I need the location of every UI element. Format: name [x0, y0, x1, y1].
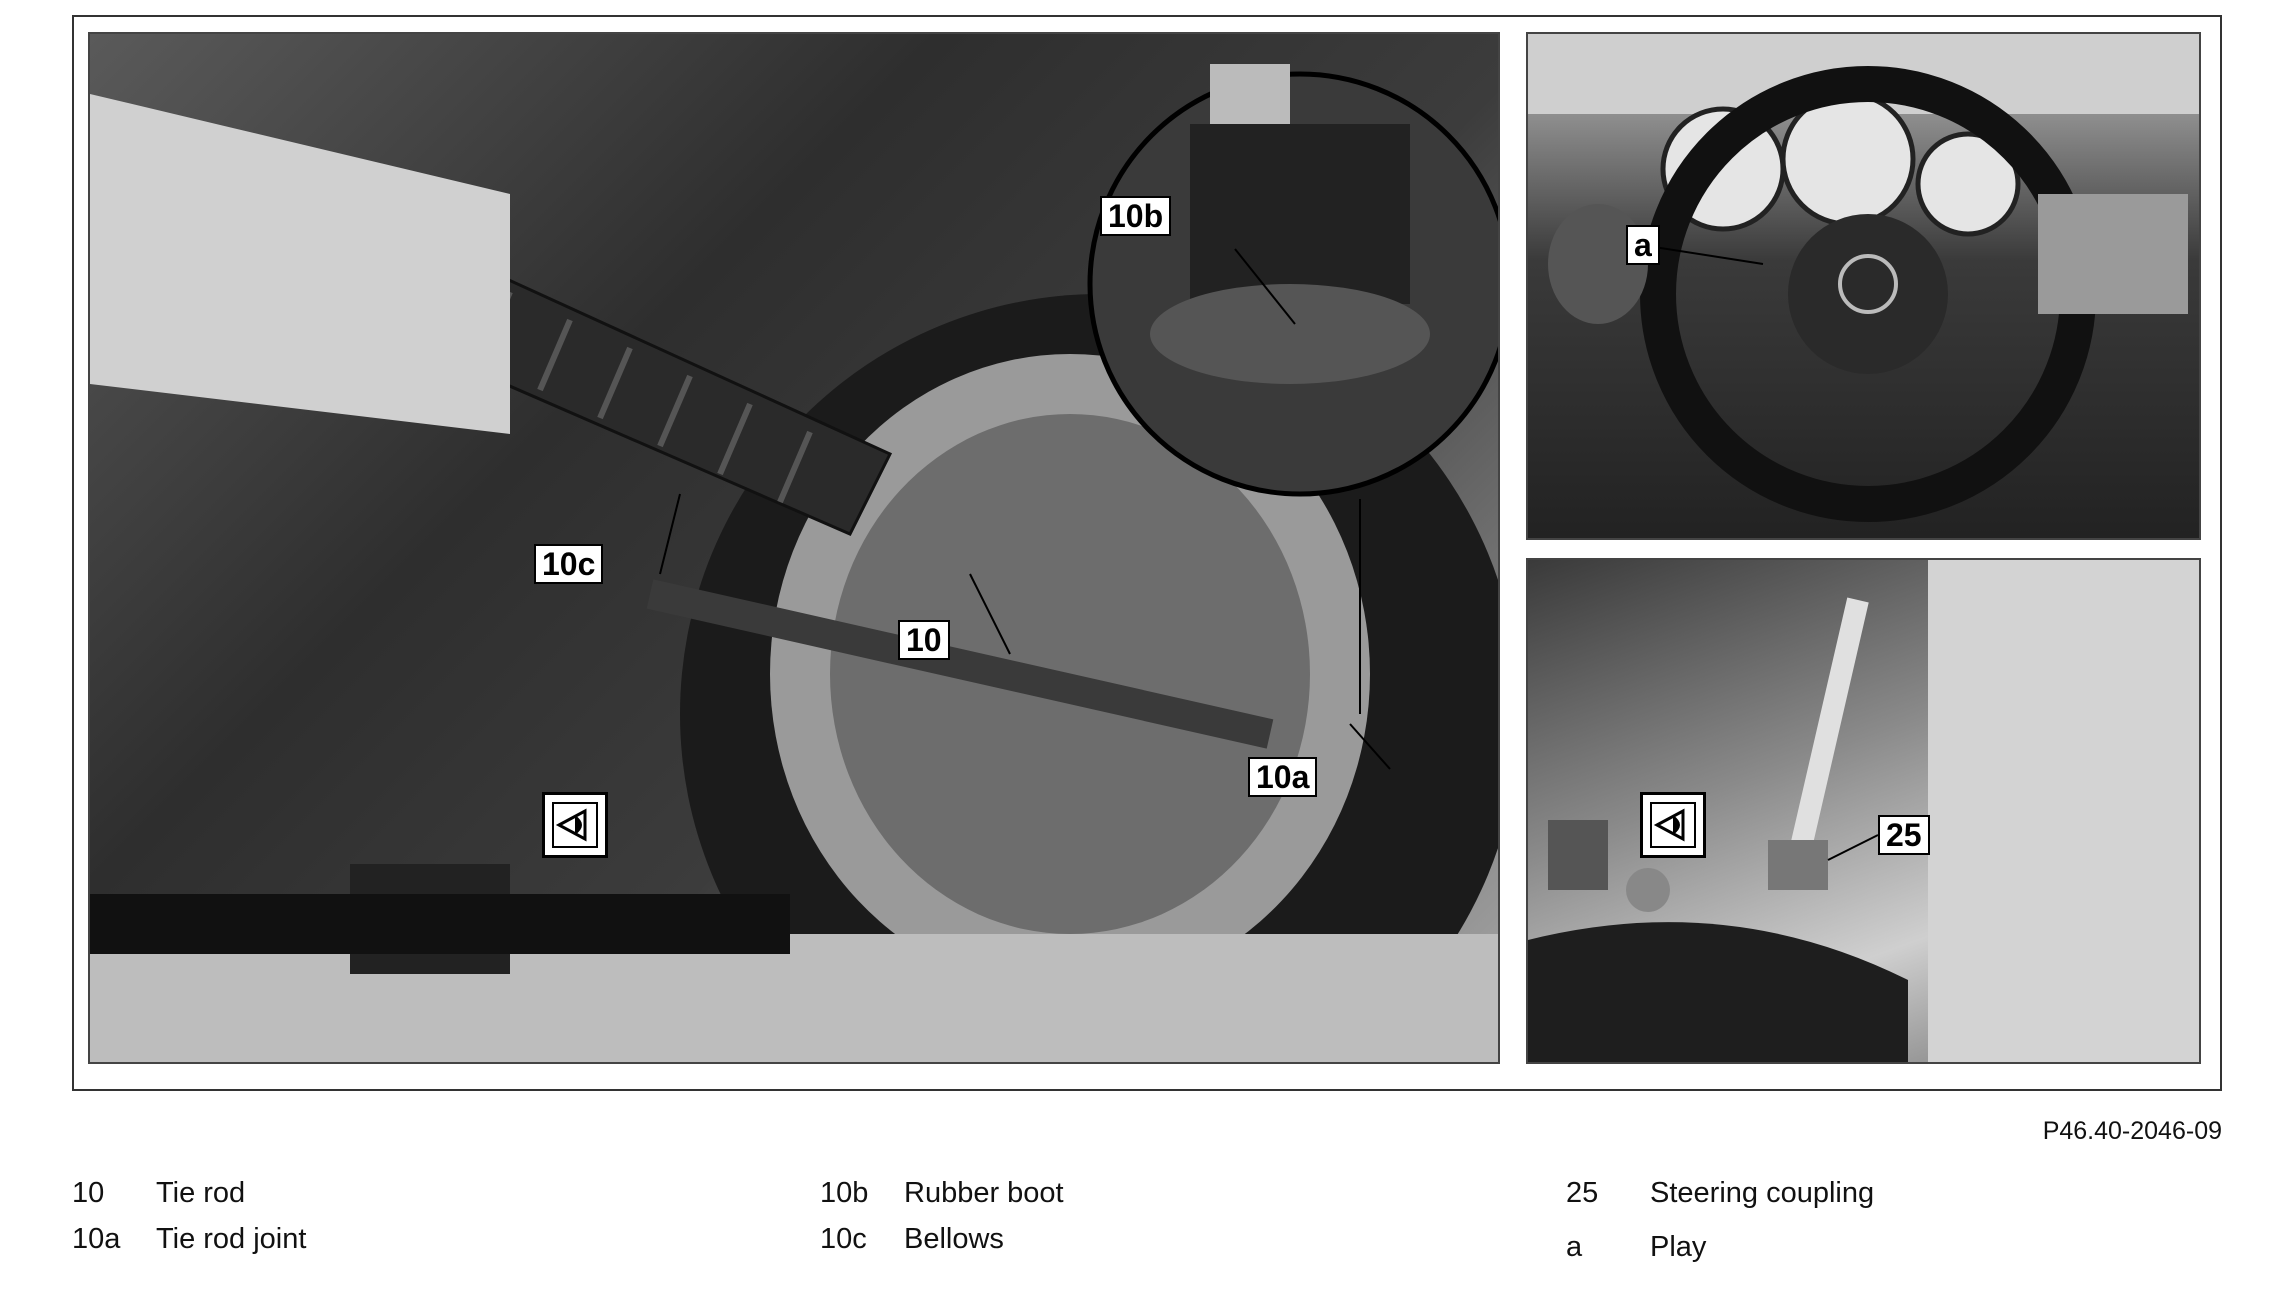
legend-column-1: 10 Tie rod 10a Tie rod joint	[72, 1177, 632, 1269]
legend-description: Bellows	[904, 1223, 1004, 1255]
view-direction-icon	[542, 792, 608, 858]
callout-10: 10	[898, 620, 950, 660]
callout-10c: 10c	[534, 544, 604, 584]
legend-description: Steering coupling	[1650, 1177, 1875, 1209]
figure-number: P46.40-2046-09	[2042, 1117, 2222, 1145]
legend-description: Rubber boot	[904, 1177, 1064, 1209]
legend-description: Play	[1650, 1231, 1707, 1263]
callout-10a: 10a	[1248, 757, 1318, 797]
callout-10b: 10b	[1100, 196, 1172, 236]
photo-steering-wheel-illustration	[1528, 34, 2199, 522]
legend-item: a Play	[1566, 1231, 2126, 1277]
legend-item: 10 Tie rod	[72, 1177, 632, 1223]
photo-tie-rod	[88, 32, 1500, 1064]
eye-icon	[1653, 808, 1685, 842]
callout-a: a	[1626, 225, 1660, 265]
legend-key: 10c	[820, 1223, 867, 1255]
legend-description: Tie rod joint	[156, 1223, 307, 1255]
photo-steering-coupling	[1526, 558, 2201, 1064]
legend-key: 10b	[820, 1177, 869, 1209]
legend-key: 25	[1566, 1177, 1599, 1209]
callout-25: 25	[1878, 815, 1930, 855]
photo-steering-wheel	[1526, 32, 2201, 540]
legend-item: 25 Steering coupling	[1566, 1177, 2126, 1223]
legend-item: 10b Rubber boot	[820, 1177, 1380, 1223]
view-direction-icon	[1640, 792, 1706, 858]
legend-column-3: 25 Steering coupling a Play	[1566, 1177, 2126, 1269]
photo-tie-rod-illustration	[90, 64, 1498, 1062]
eye-icon	[555, 808, 587, 842]
legend-key: 10	[72, 1177, 105, 1209]
legend-item: 10c Bellows	[820, 1223, 1380, 1269]
legend-key: 10a	[72, 1223, 121, 1255]
legend-key: a	[1566, 1231, 1583, 1263]
photo-steering-coupling-illustration	[1528, 560, 2199, 1062]
legend-description: Tie rod	[156, 1177, 246, 1209]
legend-item: 10a Tie rod joint	[72, 1223, 632, 1269]
legend-column-2: 10b Rubber boot 10c Bellows	[820, 1177, 1380, 1269]
